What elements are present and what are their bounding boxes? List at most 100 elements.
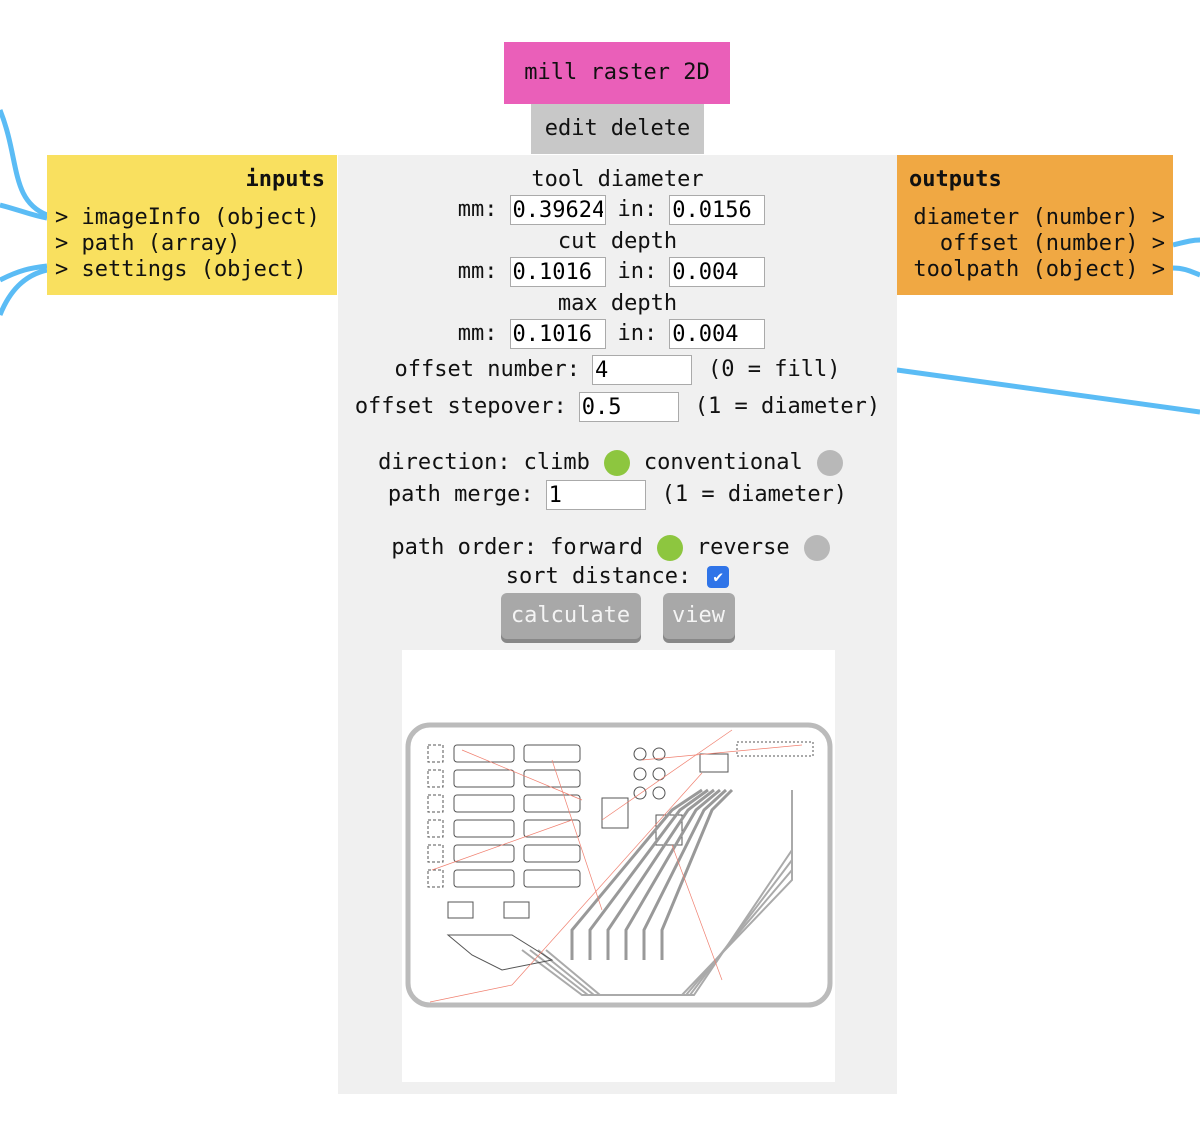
tool-diameter-mm-input[interactable] <box>509 195 606 225</box>
tool-diameter-in-input[interactable] <box>669 195 766 225</box>
direction-climb-radio[interactable] <box>603 450 630 476</box>
pad-row <box>523 844 581 863</box>
input-port-settings[interactable]: > settings (object) <box>55 257 307 282</box>
trace <box>624 788 721 960</box>
pad <box>601 797 629 829</box>
pad-row <box>453 819 515 838</box>
calculate-button[interactable]: calculate <box>500 593 641 639</box>
path-merge-label: path merge: <box>387 482 534 507</box>
inputs-panel: inputs > imageInfo (object) > path (arra… <box>47 155 337 295</box>
jump-line <box>641 744 803 761</box>
via-pad <box>652 767 666 781</box>
pad <box>447 901 474 919</box>
sort-distance-label: sort distance: <box>505 564 692 589</box>
pad-row <box>453 744 515 763</box>
pad-row <box>453 869 515 888</box>
via-pad <box>633 786 647 800</box>
output-port-offset[interactable]: offset (number) > <box>939 231 1165 256</box>
mm-label: mm: <box>457 321 498 346</box>
pad <box>427 794 444 813</box>
jump-line <box>551 759 603 911</box>
in-label: in: <box>617 259 658 284</box>
inputs-header: inputs <box>245 167 325 192</box>
in-label: in: <box>617 321 658 346</box>
via-pad <box>652 747 666 761</box>
direction-climb-label: climb <box>523 450 590 475</box>
path-merge-row: path merge: (1 = diameter) <box>338 480 897 510</box>
edit-button[interactable]: edit <box>544 116 598 141</box>
trace <box>642 788 728 960</box>
module-actions: edit delete <box>531 104 704 154</box>
via-pad <box>633 767 647 781</box>
board-label-outline <box>736 741 814 757</box>
mm-label: mm: <box>457 197 498 222</box>
jump-line <box>601 729 733 821</box>
path-order-row: path order: forward reverse <box>338 533 897 563</box>
output-port-toolpath[interactable]: toolpath (object) > <box>913 257 1165 282</box>
pad-row <box>523 794 581 813</box>
tool-diameter-label: tool diameter <box>531 167 704 192</box>
pad-row <box>523 769 581 788</box>
module-title[interactable]: mill raster 2D <box>504 42 730 104</box>
path-order-label: path order: <box>391 535 538 560</box>
module-title-text: mill raster 2D <box>524 60 710 85</box>
jump-line <box>511 772 703 986</box>
max-depth-label: max depth <box>557 291 678 316</box>
direction-conventional-label: conventional <box>643 450 803 475</box>
pad-row <box>453 794 515 813</box>
delete-button[interactable]: delete <box>610 116 691 141</box>
board-outline <box>405 722 833 1008</box>
path-order-forward-radio[interactable] <box>656 535 683 561</box>
pad <box>427 769 444 788</box>
trace <box>588 788 709 960</box>
jump-line <box>461 749 583 801</box>
output-port-diameter[interactable]: diameter (number) > <box>913 205 1165 230</box>
max-depth-mm-input[interactable] <box>509 319 606 349</box>
path-merge-hint: (1 = diameter) <box>661 482 848 507</box>
input-port-path[interactable]: > path (array) <box>55 231 241 256</box>
view-button[interactable]: view <box>662 593 735 639</box>
max-depth-row: mm: in: <box>338 319 897 349</box>
checkmark-icon: ✔ <box>713 567 724 586</box>
offset-stepover-input[interactable] <box>578 392 679 422</box>
offset-number-input[interactable] <box>591 355 692 385</box>
offset-number-row: offset number: (0 = fill) <box>338 355 897 385</box>
sort-distance-row: sort distance: ✔ <box>338 564 897 590</box>
direction-label: direction: <box>378 450 511 475</box>
trace <box>606 788 715 960</box>
action-buttons: calculate view <box>338 593 897 639</box>
pad-row <box>523 819 581 838</box>
path-order-reverse-radio[interactable] <box>803 535 830 561</box>
outputs-header: outputs <box>909 167 1002 192</box>
trace <box>660 788 734 960</box>
tool-diameter-row: mm: in: <box>338 195 897 225</box>
offset-stepover-label: offset stepover: <box>354 394 567 419</box>
direction-row: direction: climb conventional <box>338 448 897 478</box>
pad-row <box>523 744 581 763</box>
cut-depth-label: cut depth <box>557 229 678 254</box>
trace <box>545 808 793 996</box>
in-label: in: <box>617 197 658 222</box>
mm-label: mm: <box>457 259 498 284</box>
toolpath-preview-canvas <box>405 722 833 1008</box>
cut-depth-in-input[interactable] <box>669 257 766 287</box>
pad-row <box>523 869 581 888</box>
pad <box>427 844 444 863</box>
pad <box>427 744 444 763</box>
cut-depth-mm-input[interactable] <box>509 257 606 287</box>
offset-stepover-row: offset stepover: (1 = diameter) <box>338 392 897 422</box>
outputs-panel: outputs diameter (number) > offset (numb… <box>897 155 1173 295</box>
direction-conventional-radio[interactable] <box>816 450 843 476</box>
via-pad <box>652 786 666 800</box>
pad <box>427 869 444 888</box>
trace <box>570 788 703 960</box>
pad <box>446 934 554 971</box>
input-port-imageinfo[interactable]: > imageInfo (object) <box>55 205 320 230</box>
toolpath-preview <box>402 650 835 1082</box>
pad-row <box>453 769 515 788</box>
path-merge-input[interactable] <box>545 480 646 510</box>
sort-distance-checkbox[interactable]: ✔ <box>707 566 730 588</box>
pad-row <box>453 844 515 863</box>
max-depth-in-input[interactable] <box>669 319 766 349</box>
